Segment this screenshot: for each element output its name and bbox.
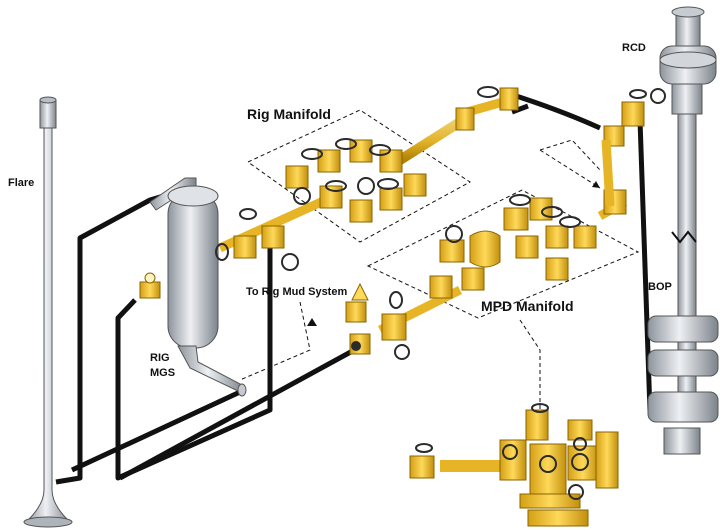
to-rig-mud-system-label: To Rig Mud System bbox=[246, 286, 347, 298]
flare-label: Flare bbox=[8, 177, 34, 189]
mud-gas-separator bbox=[139, 177, 247, 397]
rig-mgs-label-line2: MGS bbox=[150, 367, 175, 379]
arrows bbox=[307, 181, 600, 326]
rig-manifold-outline bbox=[247, 109, 471, 243]
flare-stack bbox=[23, 96, 73, 528]
mpd-manifold-label: MPD Manifold bbox=[481, 298, 574, 314]
rig-mgs-label-line1: RIG bbox=[150, 352, 170, 364]
rig-manifold-piping bbox=[215, 86, 519, 271]
rig-manifold-label: Rig Manifold bbox=[247, 106, 331, 122]
mpd-manifold-detail bbox=[409, 403, 619, 527]
rcd-bop-stack bbox=[601, 6, 719, 455]
mpd-manifold-outline bbox=[366, 189, 640, 319]
mpd-manifold-piping bbox=[345, 189, 628, 360]
rcd-label: RCD bbox=[622, 42, 646, 54]
bop-label: BOP bbox=[648, 281, 672, 293]
dashed-connectors bbox=[239, 139, 601, 420]
